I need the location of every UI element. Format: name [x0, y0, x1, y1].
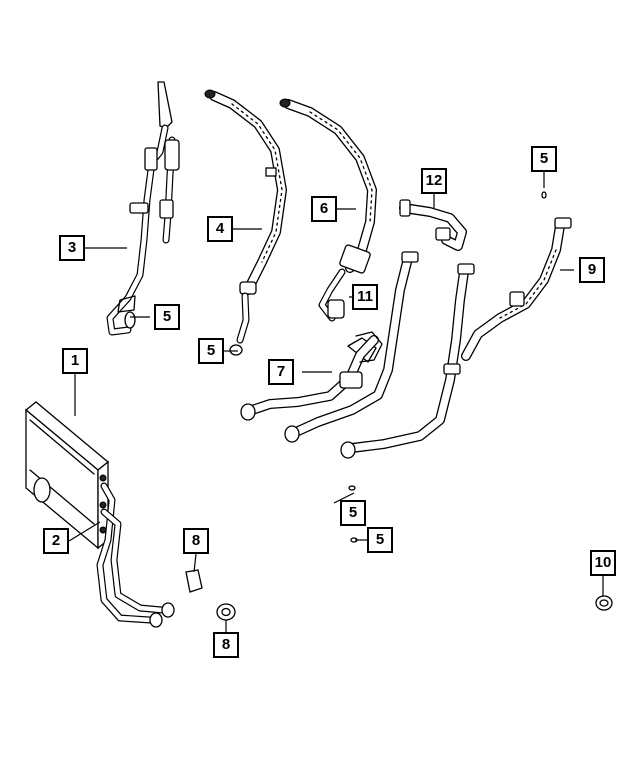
part-5-o-rings [348, 191, 547, 543]
callout-8-lower: 8 [213, 632, 239, 658]
callout-5-upper-right: 5 [531, 146, 557, 172]
callout-9: 9 [579, 257, 605, 283]
callout-6: 6 [311, 196, 337, 222]
callout-7: 7 [268, 359, 294, 385]
callout-2: 2 [43, 528, 69, 554]
callout-5-line-3: 5 [154, 304, 180, 330]
part-8-clips [185, 569, 236, 621]
part-10-clamp [595, 595, 613, 611]
part-11-hose [284, 251, 419, 443]
callout-3: 3 [59, 235, 85, 261]
callout-5-middle-lower: 5 [367, 527, 393, 553]
part-2-cooler-tubes [96, 482, 175, 628]
callout-5-middle-upper: 5 [340, 500, 366, 526]
callout-5-hose-4: 5 [198, 338, 224, 364]
callout-4: 4 [207, 216, 233, 242]
callout-12: 12 [421, 168, 447, 194]
part-7-hose [240, 331, 383, 421]
part-6-hose [279, 98, 377, 322]
part-1-oil-cooler [24, 401, 110, 550]
part-4-hose [204, 89, 287, 356]
callout-8-upper: 8 [183, 528, 209, 554]
callout-10: 10 [590, 550, 616, 576]
callout-11: 11 [352, 284, 378, 310]
leader-lines [68, 171, 604, 632]
part-12-hose [399, 199, 467, 251]
callout-1: 1 [62, 348, 88, 374]
part-9-hose [340, 217, 572, 459]
part-3-cooler-line-assembly [106, 81, 180, 336]
